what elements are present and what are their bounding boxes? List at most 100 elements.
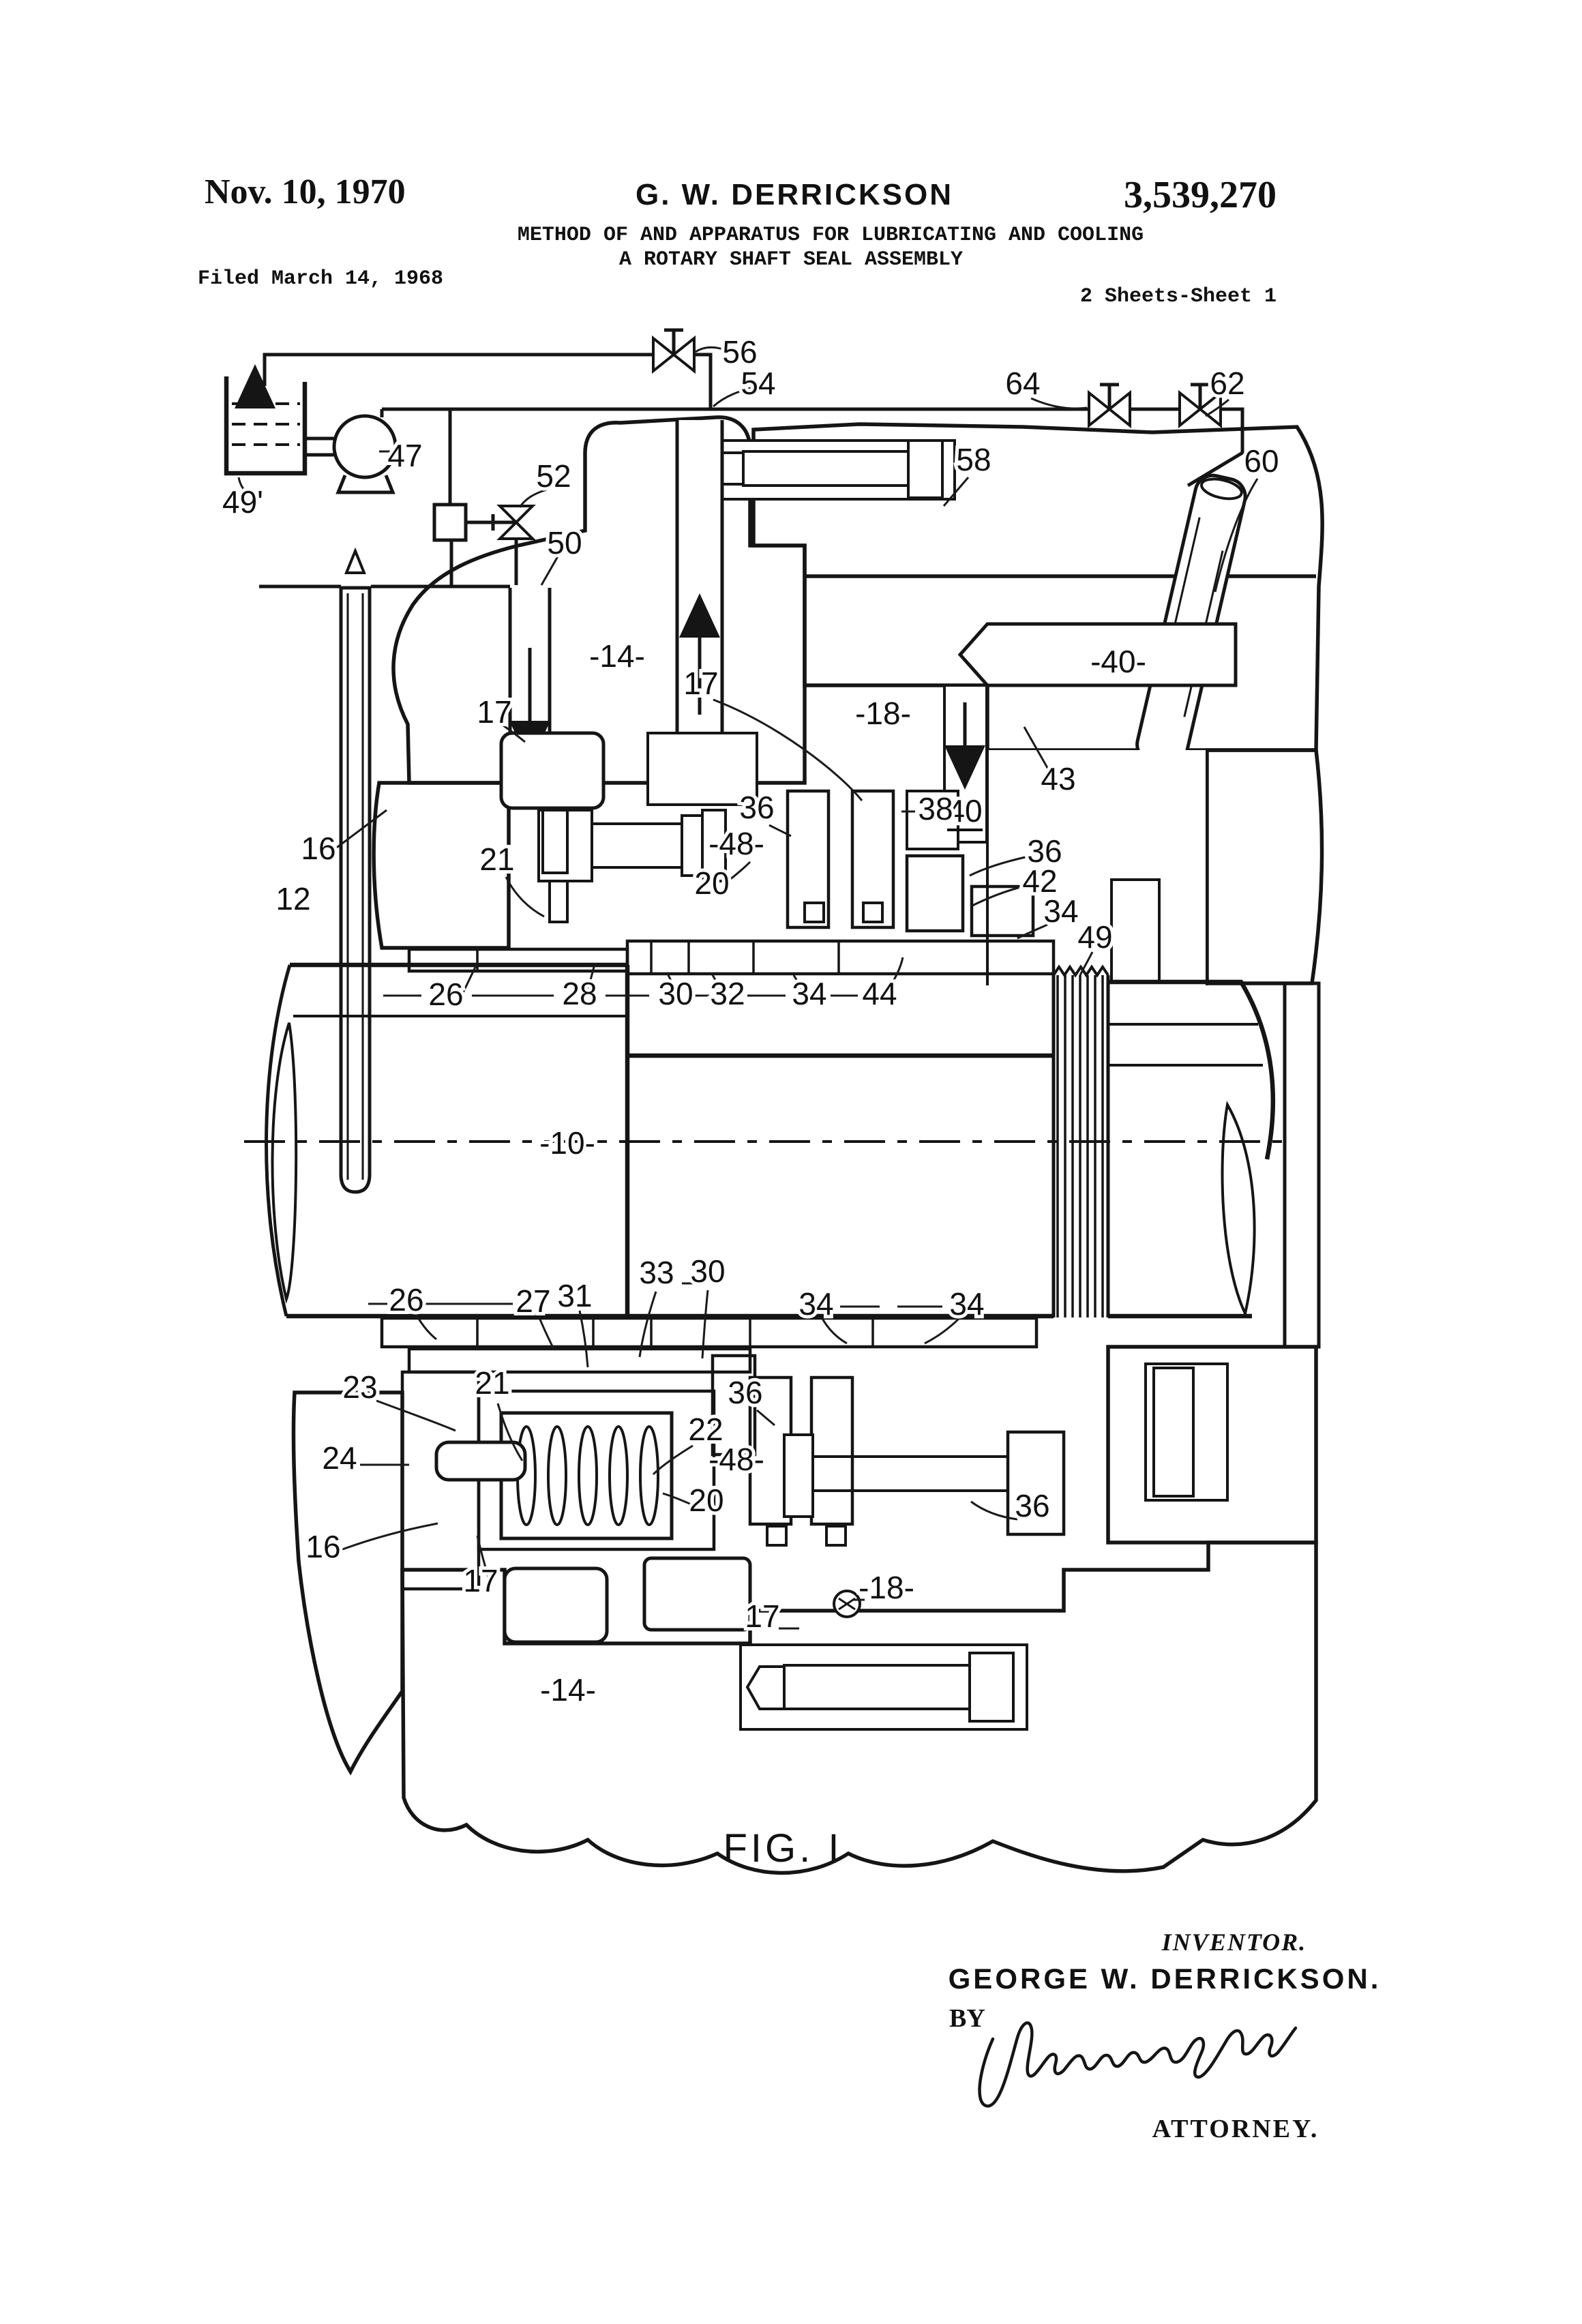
leader-lines [237, 346, 1259, 1630]
lower-o-ring-b [825, 1525, 847, 1547]
pump-47 [305, 414, 398, 494]
ref-label-60-4: 60 [1244, 443, 1279, 479]
lubricant-tank [224, 364, 308, 476]
shaft-left-break-edge [265, 964, 292, 1317]
housing-right-edge-strip [1283, 981, 1321, 1349]
ref-label-64-2: 64 [1005, 366, 1040, 401]
bottom-bolt [739, 1643, 1028, 1731]
retainer-34 [970, 884, 1035, 938]
ref-label-50-9: 50 [547, 525, 582, 561]
ref-label-34-32: 34 [792, 976, 826, 1011]
ref-label-28-29: 28 [562, 976, 597, 1011]
housing-left-flange [372, 781, 511, 950]
sleeve-separators [476, 941, 840, 974]
pipe-tank-to-valve56 [263, 353, 652, 386]
pump-stand [335, 475, 395, 494]
tube-60-cap [1200, 477, 1243, 501]
probe-tip [344, 547, 366, 574]
patent-title-line1: METHOD OF AND APPARATUS FOR LUBRICATING … [518, 224, 1144, 247]
fitting-17-left-stem [541, 807, 569, 874]
fitting-17-center [646, 732, 758, 806]
lower-o-ring-a [766, 1525, 788, 1547]
lower-seal-ring-36b [809, 1375, 854, 1526]
ref-label-38-21: 38 [918, 791, 953, 826]
ref-label-42-25: 42 [1022, 863, 1057, 899]
ref-label-62-3: 62 [1210, 366, 1244, 401]
ref-label-36-48: 36 [728, 1375, 762, 1410]
piping [259, 353, 1244, 589]
adjusting-threads [591, 822, 683, 869]
tube-60 [1135, 473, 1247, 768]
lower-washer [783, 1433, 814, 1518]
ring-38 [906, 790, 959, 850]
inventor-name-signature: GEORGE W. DERRICKSON. [949, 1963, 1382, 1995]
ref-label-16-17: 16 [301, 831, 335, 866]
ref-label-30-30: 30 [658, 976, 693, 1011]
ref-label-18-53: -18- [859, 1570, 914, 1605]
retainer-24 [434, 1440, 527, 1482]
ref-label-36-49: 36 [1015, 1488, 1049, 1523]
ref-label-22-45: 22 [688, 1412, 723, 1447]
housing-masses [291, 415, 1324, 1875]
ref-label-27-36: 27 [516, 1283, 550, 1319]
probe-12 [339, 547, 372, 1194]
passage-40 [943, 622, 1238, 985]
washer-a [681, 814, 704, 877]
ref-label-21-19: 21 [479, 841, 514, 877]
by-label: BY [949, 2004, 985, 2033]
shaft-10 [244, 962, 1282, 1320]
ref-label-47-6: 47 [387, 438, 422, 473]
shaft-right-steps [1108, 1023, 1263, 1067]
housing-lower-right [1106, 1345, 1318, 1545]
lower-seal-assembly [400, 1347, 1066, 1644]
ref-label-48-46: -48- [708, 1442, 764, 1477]
channel-17-walls [675, 420, 724, 743]
ref-label-49'-7: 49' [222, 484, 263, 520]
pipe-to-tube60 [1186, 407, 1244, 488]
lower-bolt-dot-hatch [838, 1597, 856, 1611]
ref-label-26-28: 26 [428, 977, 463, 1012]
housing-bottom [400, 1540, 1318, 1875]
ref-label-17-52: 17 [745, 1598, 779, 1634]
inventor-name-header: G. W. DERRICKSON [636, 178, 953, 211]
o-ring-b [862, 902, 884, 923]
o-ring-a [803, 902, 825, 923]
ref-label-30-39: 30 [690, 1253, 725, 1289]
signature-block: INVENTOR. GEORGE W. DERRICKSON. BY J. Ra… [949, 1928, 1382, 2143]
ref-label-14-10: -14- [589, 638, 645, 674]
right-pocket [987, 750, 1207, 985]
ref-label-14-54: -14- [540, 1672, 596, 1708]
pin-21 [548, 880, 569, 923]
housing-right-column [1205, 748, 1324, 985]
housing-lower-left [291, 1390, 404, 1776]
ref-label-16-50: 16 [305, 1529, 340, 1564]
ref-label-36-24: 36 [1027, 833, 1062, 869]
ref-label-40-14: -40- [1090, 644, 1146, 679]
seal-ring-36b [850, 789, 895, 929]
lower-fitting-17-center [642, 1556, 752, 1632]
ref-label-36-20: 36 [739, 790, 774, 825]
lower-right-pocket [1144, 1362, 1229, 1502]
bolt-58 [682, 439, 956, 501]
ref-label-21-43: 21 [475, 1365, 509, 1401]
probe-tube [339, 586, 372, 1194]
ref-label-44-33: 44 [862, 976, 897, 1011]
patent-title-line2: A ROTARY SHAFT SEAL ASSEMBLY [619, 248, 963, 271]
ref-label-10-34: -10- [539, 1125, 595, 1161]
ref-label-34-41: 34 [949, 1286, 984, 1322]
patent-date: Nov. 10, 1970 [205, 173, 406, 211]
header: Nov. 10, 1970 G. W. DERRICKSON 3,539,270… [198, 173, 1277, 308]
ref-label-34-40: 34 [799, 1286, 833, 1322]
ref-label-56-0: 56 [722, 334, 757, 370]
ref-label-17-12: 17 [683, 666, 718, 701]
ref-label-52-8: 52 [536, 458, 571, 494]
ref-label-33-38: 33 [639, 1255, 674, 1290]
inventor-heading: INVENTOR. [1161, 1928, 1307, 1956]
bolt-58-head [907, 439, 944, 499]
ref-label-18-13: -18- [855, 696, 911, 731]
ref-label-20-47: 20 [689, 1483, 723, 1518]
fitting-17-left [499, 731, 606, 810]
housing-upper-central [391, 415, 807, 785]
tank-liquid-lines [232, 402, 300, 446]
